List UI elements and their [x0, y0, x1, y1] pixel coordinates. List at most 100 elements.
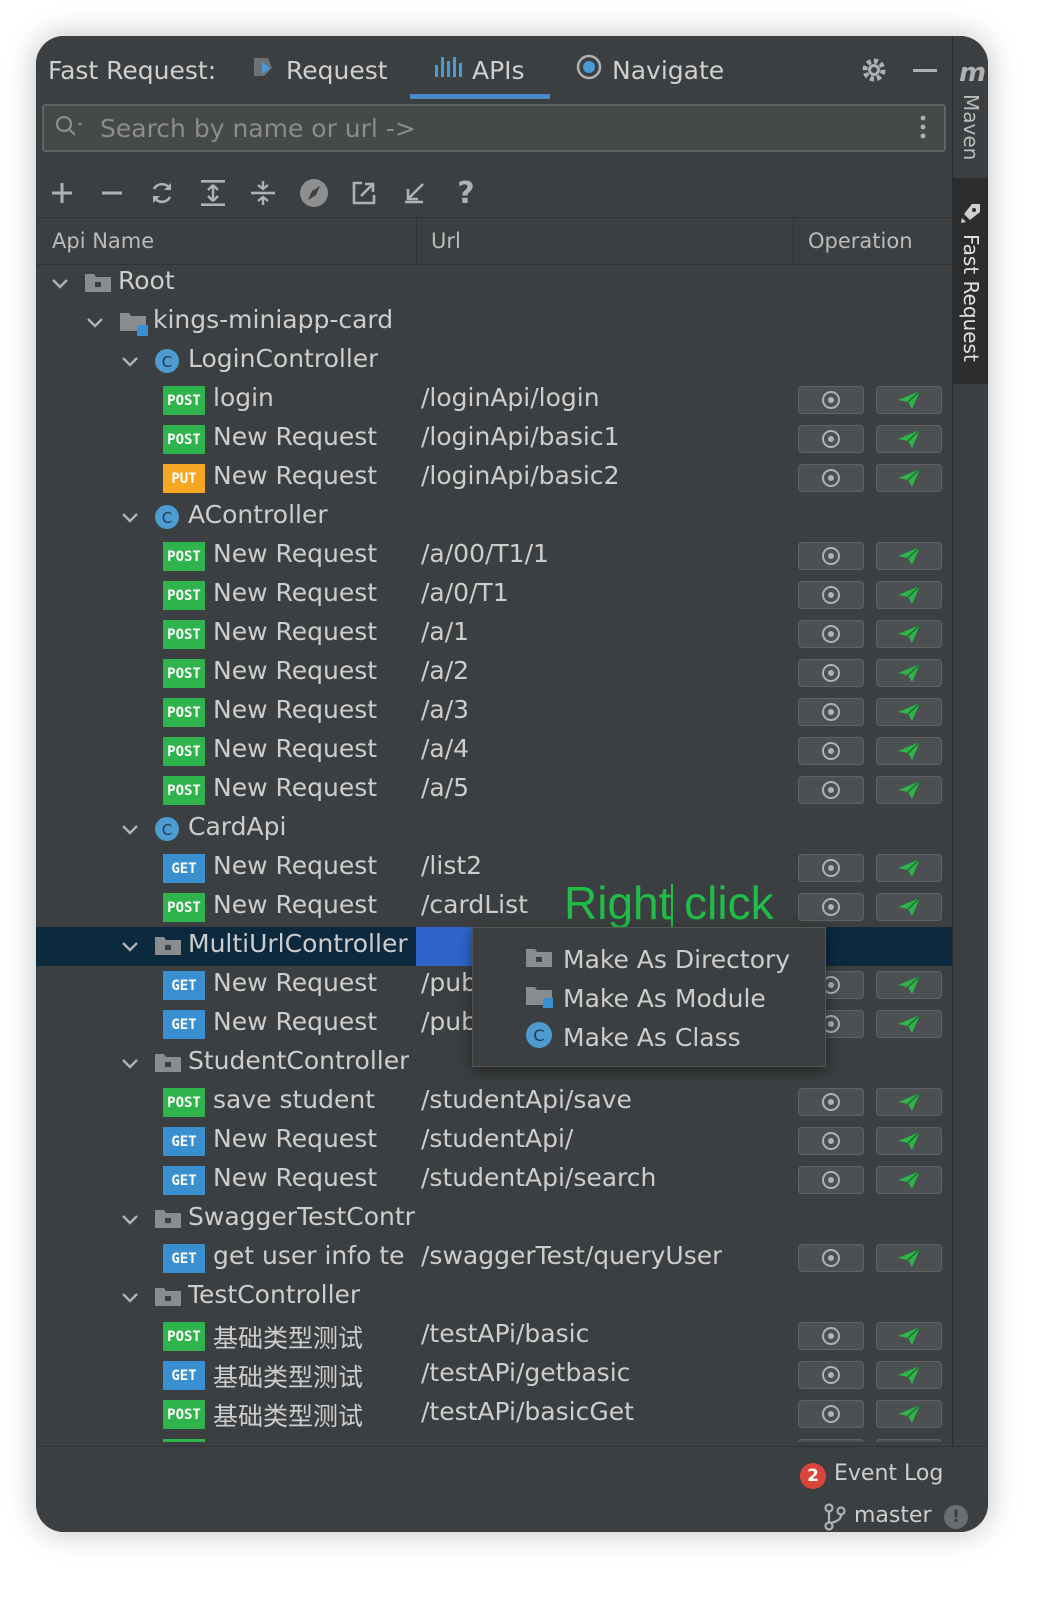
git-branch-label[interactable]: master [854, 1503, 932, 1528]
view-request-button[interactable] [798, 1400, 864, 1428]
chevron-down-icon[interactable] [83, 307, 107, 343]
chevron-down-icon[interactable] [118, 931, 142, 967]
help-icon[interactable]: ? [457, 175, 475, 211]
event-log-link[interactable]: Event Log [834, 1461, 944, 1486]
view-request-button[interactable] [798, 737, 864, 765]
view-request-button[interactable] [798, 581, 864, 609]
remove-icon[interactable] [92, 170, 132, 216]
more-options-icon[interactable] [920, 114, 926, 144]
collapse-all-icon[interactable] [243, 170, 283, 216]
view-request-button[interactable] [798, 659, 864, 687]
send-request-button[interactable] [876, 854, 942, 882]
compass-icon[interactable] [294, 170, 334, 216]
import-icon[interactable] [394, 170, 434, 216]
send-request-button[interactable] [876, 1322, 942, 1350]
send-request-button[interactable] [876, 737, 942, 765]
view-request-button[interactable] [798, 425, 864, 453]
view-request-button[interactable] [798, 386, 864, 414]
settings-gear-icon[interactable] [860, 36, 888, 104]
api-row[interactable]: POST [36, 1434, 952, 1442]
column-operation[interactable]: Operation [808, 229, 913, 253]
chevron-down-icon[interactable] [118, 1048, 142, 1084]
chevron-down-icon[interactable] [118, 814, 142, 850]
refresh-icon[interactable] [142, 170, 182, 216]
send-request-button[interactable] [876, 1010, 942, 1038]
send-request-button[interactable] [876, 893, 942, 921]
event-count-badge[interactable]: 2 [800, 1463, 826, 1489]
send-request-button[interactable] [876, 542, 942, 570]
tree-node-row[interactable]: TestController [36, 1278, 952, 1317]
make-as-directory-item[interactable]: Make As Directory [473, 940, 825, 979]
make-as-class-item[interactable]: C Make As Class [473, 1018, 825, 1057]
add-icon[interactable] [42, 170, 82, 216]
chevron-down-icon[interactable] [118, 346, 142, 382]
tree-node-row[interactable]: kings-miniapp-card [36, 303, 952, 342]
tab-navigate[interactable]: Navigate [576, 36, 724, 104]
view-request-button[interactable] [798, 1322, 864, 1350]
expand-all-icon[interactable] [193, 170, 233, 216]
column-url[interactable]: Url [431, 229, 461, 253]
send-request-button[interactable] [876, 1400, 942, 1428]
view-request-button[interactable] [798, 464, 864, 492]
view-request-button[interactable] [798, 1439, 864, 1442]
view-request-button[interactable] [798, 542, 864, 570]
tree-node-row[interactable]: StudentController [36, 1044, 952, 1083]
send-request-button[interactable] [876, 581, 942, 609]
column-divider[interactable] [416, 218, 417, 264]
chevron-down-icon[interactable] [118, 1204, 142, 1240]
view-request-button[interactable] [798, 698, 864, 726]
warning-icon[interactable]: ! [944, 1505, 968, 1529]
view-request-button[interactable] [798, 1127, 864, 1155]
maven-tab[interactable]: Maven [959, 94, 983, 161]
column-divider[interactable] [793, 218, 794, 264]
minimize-icon[interactable] [912, 36, 938, 104]
send-request-button[interactable] [876, 425, 942, 453]
column-api-name[interactable]: Api Name [52, 229, 155, 253]
send-request-button[interactable] [876, 1127, 942, 1155]
chevron-down-icon[interactable] [118, 1282, 142, 1318]
tab-request[interactable]: Request [250, 36, 388, 104]
send-request-button[interactable] [876, 1088, 942, 1116]
view-request-button[interactable] [798, 1361, 864, 1389]
view-request-button[interactable] [798, 620, 864, 648]
send-request-button[interactable] [876, 464, 942, 492]
send-request-button[interactable] [876, 386, 942, 414]
tree-node-row[interactable]: Root [36, 264, 952, 303]
send-request-button[interactable] [876, 620, 942, 648]
view-request-button[interactable] [798, 893, 864, 921]
send-request-button[interactable] [876, 971, 942, 999]
search-field[interactable]: Search by name or url -> [42, 104, 946, 152]
send-request-button[interactable] [876, 1166, 942, 1194]
send-request-button[interactable] [876, 698, 942, 726]
chevron-down-icon[interactable] [118, 502, 142, 538]
view-request-button[interactable] [798, 1166, 864, 1194]
send-request-button[interactable] [876, 1361, 942, 1389]
view-request-button[interactable] [798, 1088, 864, 1116]
fast-request-side-tab[interactable]: Fast Request [953, 178, 988, 384]
make-as-module-item[interactable]: Make As Module [473, 979, 825, 1018]
tree-node-row[interactable]: SwaggerTestContr [36, 1200, 952, 1239]
view-request-button[interactable] [798, 854, 864, 882]
export-icon[interactable] [344, 170, 384, 216]
